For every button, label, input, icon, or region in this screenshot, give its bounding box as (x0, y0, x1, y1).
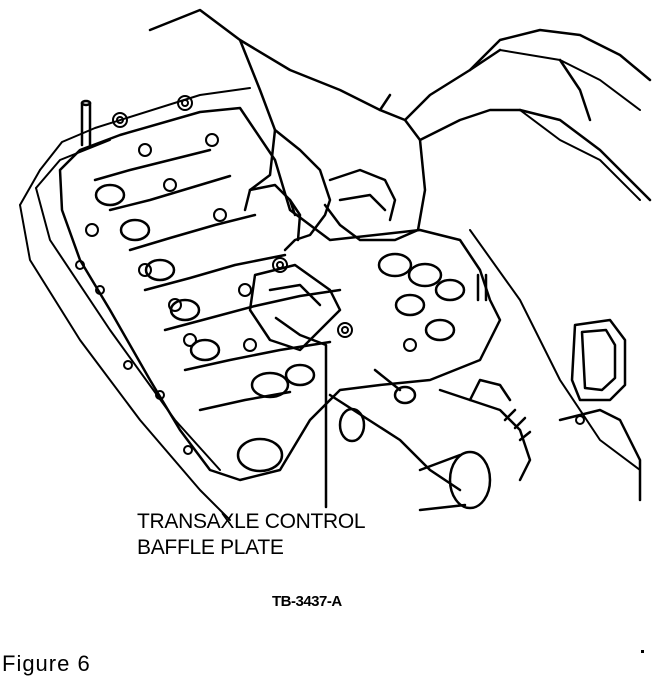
callout-line-1: TRANSAXLE CONTROL (137, 510, 366, 533)
baffle-plate-callout: TRANSAXLE CONTROL BAFFLE PLATE (137, 509, 366, 561)
drawing-number: TB-3437-A (272, 593, 342, 610)
baffle-plate (248, 263, 342, 352)
sleeve (468, 28, 652, 202)
hand (148, 8, 522, 252)
detent-lever (438, 378, 532, 482)
locating-pins (80, 99, 488, 302)
electrical-connector (558, 318, 642, 502)
stray-mark (641, 650, 644, 653)
transaxle-case (19, 49, 641, 521)
figure-caption: Figure 6 (2, 651, 91, 676)
valve-body-bolts (85, 95, 417, 352)
shift-shaft (328, 368, 492, 512)
valve-body (58, 106, 502, 482)
callout-line-2: BAFFLE PLATE (137, 536, 284, 559)
callout-leader-line (274, 316, 328, 509)
